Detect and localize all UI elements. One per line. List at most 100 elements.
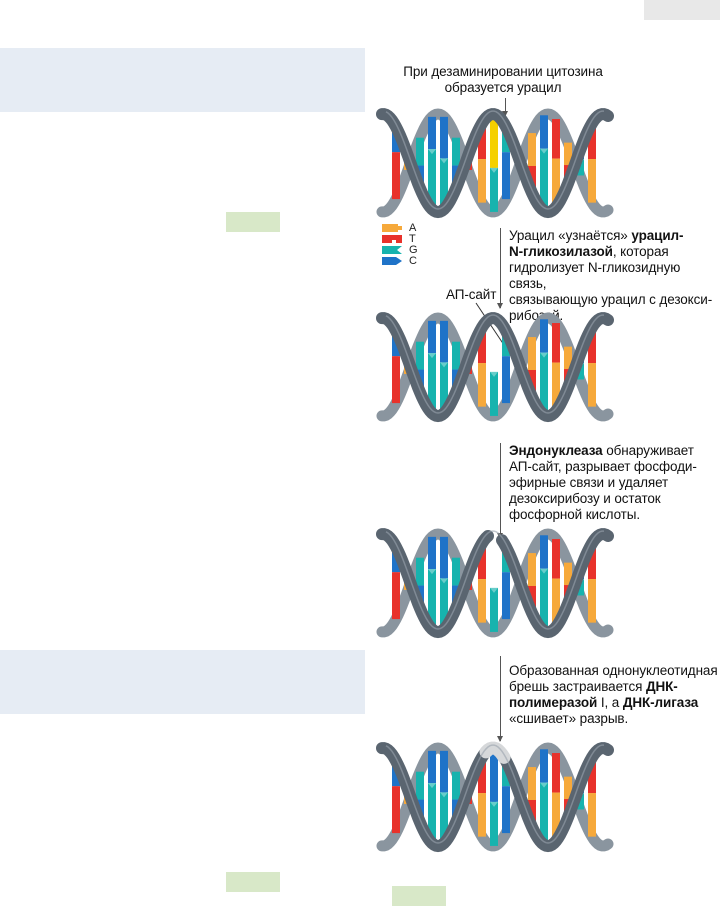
step2-segment: Эндонуклеаза bbox=[509, 443, 603, 458]
base-notch bbox=[540, 352, 548, 358]
base-pair bbox=[440, 116, 448, 210]
base-top bbox=[528, 767, 536, 800]
base-top-tab bbox=[504, 147, 508, 153]
base-top-tab bbox=[542, 563, 546, 569]
base-pair bbox=[552, 323, 560, 411]
base-bottom bbox=[502, 786, 510, 834]
base-bottom bbox=[440, 362, 448, 414]
base-top bbox=[528, 553, 536, 586]
step2-segment: фосфорной кислоты. bbox=[509, 507, 641, 522]
step3-segment: Образованная однонуклеотидная bbox=[509, 663, 718, 678]
base-top-tab bbox=[394, 567, 398, 573]
base-bottom bbox=[478, 579, 486, 623]
step2-line: АП-сайт, разрывает фосфоди- bbox=[509, 459, 719, 475]
step2-line: эфирные связи и удаляет bbox=[509, 475, 719, 491]
base-top-tab bbox=[442, 153, 446, 159]
base-top-tab bbox=[530, 580, 534, 586]
step1-line: гидролизует N-гликозидную связь, bbox=[509, 260, 719, 292]
base-bottom bbox=[428, 569, 436, 630]
backbone-front bbox=[376, 741, 614, 853]
base-bottom bbox=[478, 159, 486, 203]
step2-segment: АП-сайт, разрывает фосфоди- bbox=[509, 459, 697, 474]
base-notch bbox=[428, 149, 436, 155]
base-top-tab bbox=[566, 580, 570, 586]
step3-segment: полимеразой bbox=[509, 695, 598, 710]
base-notch bbox=[540, 568, 548, 574]
base-top bbox=[540, 535, 548, 569]
base-bottom bbox=[440, 792, 448, 844]
base-bottom bbox=[392, 152, 400, 200]
base-top-tab bbox=[454, 794, 458, 800]
base-pair bbox=[478, 123, 486, 203]
base-top-tab bbox=[530, 794, 534, 800]
base-pair bbox=[428, 750, 436, 844]
strand-highlight bbox=[385, 530, 604, 630]
base-top bbox=[490, 114, 498, 168]
base-pair bbox=[552, 753, 560, 841]
base-top-tab bbox=[566, 160, 570, 166]
base-top-tab bbox=[480, 788, 484, 794]
label-box-1 bbox=[226, 212, 280, 232]
base-top-tab bbox=[394, 781, 398, 787]
caption-top: При дезаминировании цитозина образуется … bbox=[378, 64, 628, 96]
base-pair bbox=[428, 320, 436, 414]
base-top bbox=[416, 557, 424, 586]
strand-highlight bbox=[385, 314, 604, 414]
base-top-tab bbox=[554, 787, 558, 793]
base-top-tab bbox=[418, 364, 422, 370]
base-top-tab bbox=[530, 160, 534, 166]
base-pair bbox=[552, 539, 560, 627]
legend-item-T: T bbox=[382, 232, 416, 245]
base-top-tab bbox=[554, 153, 558, 159]
base-notch bbox=[490, 371, 498, 377]
base-top bbox=[540, 319, 548, 353]
strand-highlight bbox=[385, 110, 604, 210]
label-box-3 bbox=[392, 886, 446, 906]
step3-line: «сшивает» разрыв. bbox=[509, 711, 719, 727]
step1-segment: , которая bbox=[612, 244, 669, 259]
base-pair bbox=[440, 536, 448, 630]
base-notch bbox=[440, 362, 448, 368]
base-pair bbox=[540, 115, 548, 211]
base-bottom bbox=[552, 578, 560, 627]
base-pair bbox=[588, 123, 596, 203]
base-top-tab bbox=[394, 147, 398, 153]
base-bottom bbox=[392, 356, 400, 404]
base-top-tab bbox=[442, 357, 446, 363]
base-pair bbox=[540, 749, 548, 845]
step2-line: дезоксирибозу и остаток bbox=[509, 491, 719, 507]
base-top-tab bbox=[504, 567, 508, 573]
base-top-tab bbox=[590, 154, 594, 160]
base-top bbox=[428, 536, 436, 570]
base-pair bbox=[540, 535, 548, 631]
legend-item-G: G bbox=[382, 244, 418, 256]
dna-helix-4-repaired bbox=[376, 741, 614, 853]
base-pair bbox=[490, 114, 498, 212]
base-top-tab bbox=[554, 357, 558, 363]
step1-segment: урацил- bbox=[631, 228, 684, 243]
strand-front-right bbox=[496, 528, 614, 639]
base-notch bbox=[490, 167, 498, 173]
label-box-2 bbox=[226, 872, 280, 892]
base-top bbox=[588, 123, 596, 160]
base-pair bbox=[440, 320, 448, 414]
base-bottom bbox=[540, 568, 548, 631]
base-top-tab bbox=[566, 364, 570, 370]
caption-top-line-2: образуется урацил bbox=[444, 80, 562, 95]
legend-label: T bbox=[409, 232, 416, 245]
legend-swatch bbox=[382, 245, 402, 254]
strand-highlight bbox=[385, 744, 604, 844]
base-pair bbox=[588, 327, 596, 407]
dna-helix-2-ap-site bbox=[376, 312, 614, 423]
base-top bbox=[528, 133, 536, 166]
base-top-tab bbox=[454, 160, 458, 166]
left-panel-top bbox=[0, 48, 365, 112]
step2-segment: обнаруживает bbox=[602, 443, 694, 458]
base-top bbox=[440, 536, 448, 579]
base-pair bbox=[490, 371, 498, 416]
dna-helix-3-gap bbox=[376, 528, 614, 639]
base-top-tab bbox=[590, 574, 594, 580]
base-bottom bbox=[428, 149, 436, 210]
